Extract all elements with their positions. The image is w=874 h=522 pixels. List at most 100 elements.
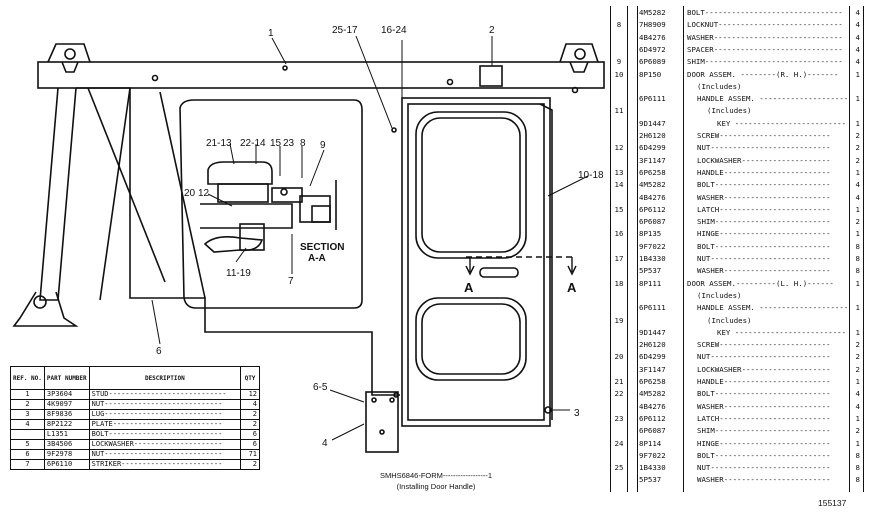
- part-qty: 4: [855, 401, 860, 411]
- part-description: (Includes): [697, 81, 742, 91]
- part-qty: 2: [855, 426, 860, 436]
- ref-cell: 3: [10, 409, 45, 420]
- part-description: HINGE-------------------------: [697, 229, 831, 239]
- qty-cell: 2: [240, 409, 260, 420]
- part-qty: 1: [855, 118, 860, 128]
- part-description: WASHER------------------------: [697, 475, 831, 485]
- part-number: 8P114: [639, 438, 662, 448]
- ref-number: 11: [614, 106, 624, 116]
- list-item: 11(Includes): [611, 106, 863, 116]
- ref-number: 24: [614, 438, 624, 448]
- callout-1: 1: [268, 28, 274, 39]
- part-description: NUT---------------------------: [697, 352, 831, 362]
- part-number: 4M5282: [639, 8, 666, 17]
- part-number: 3F1147: [639, 364, 666, 374]
- part-number: 6P6258: [639, 377, 666, 386]
- drawing-number: 155137: [818, 498, 847, 508]
- part-number: 9F7022: [639, 450, 666, 460]
- part-number: 9D1447: [639, 327, 666, 337]
- part-qty: 8: [855, 463, 860, 473]
- part-number: 2H6120: [639, 340, 666, 350]
- part-description: LATCH-------------------------: [697, 204, 831, 214]
- part-description: WASHER------------------------: [697, 401, 831, 411]
- description-cell: LUG----------------------------: [88, 409, 242, 420]
- ref-number: 17: [614, 254, 624, 263]
- part-number: 5P537: [639, 266, 662, 276]
- qty-cell: 6: [240, 439, 260, 450]
- ref-number: 21: [614, 377, 624, 386]
- ref-number: 20: [614, 352, 624, 362]
- part-qty: 2: [855, 155, 860, 165]
- callout-21-13: 21-13: [206, 138, 232, 149]
- part-qty: 4: [855, 389, 860, 399]
- part-number: 6P6087: [639, 426, 666, 436]
- callout-3: 3: [574, 408, 580, 419]
- callout-25-17: 25-17: [332, 25, 358, 36]
- part-number: 6P6258: [639, 167, 666, 177]
- ref-number: 25: [614, 463, 624, 473]
- part-description: SPACER-----------------------------: [687, 44, 843, 54]
- part-qty: 1: [855, 327, 860, 337]
- door-frame: [391, 97, 553, 427]
- part-number-cell: L1351: [43, 429, 90, 440]
- ref-number: 9: [616, 57, 622, 67]
- part-number: 6P6087: [639, 217, 666, 227]
- part-qty: 4: [855, 20, 860, 30]
- header-part-number: PART NUMBER: [43, 366, 90, 390]
- part-description: LATCH-------------------------: [697, 413, 831, 423]
- list-item: (Includes): [611, 82, 863, 92]
- qty-cell: 12: [240, 389, 260, 400]
- part-description: (Includes): [697, 290, 742, 300]
- part-description: LOCKWASHER--------------------: [697, 364, 831, 374]
- part-number-cell: 8F9836: [43, 409, 90, 420]
- callout-20: 20: [184, 188, 196, 199]
- part-qty: 2: [855, 340, 860, 350]
- part-number: 7H8909: [639, 20, 666, 30]
- list-item: (Includes): [611, 291, 863, 301]
- part-description: WASHER-----------------------------: [687, 32, 843, 42]
- part-description: BOLT--------------------------: [697, 241, 831, 251]
- description-cell: BOLT---------------------------: [88, 429, 242, 440]
- header-ref-no: REF. NO.: [10, 366, 45, 390]
- part-number: 6D4972: [639, 44, 666, 54]
- part-qty: 8: [855, 475, 860, 485]
- part-qty: 8: [855, 266, 860, 276]
- part-number-cell: 8P2122: [43, 419, 90, 430]
- part-qty: 4: [855, 8, 860, 17]
- part-description: SCREW-------------------------: [697, 340, 831, 350]
- list-item: 2H6120 SCREW------------------------- 2: [611, 340, 863, 350]
- ref-cell: 2: [10, 399, 45, 410]
- part-qty: 4: [855, 32, 860, 42]
- section-mark-a-left: A: [464, 280, 474, 295]
- ref-cell: 1: [10, 389, 45, 400]
- part-description: BOLT--------------------------: [697, 389, 831, 399]
- part-number: 4M5282: [639, 180, 666, 190]
- handle-detail: [200, 161, 337, 253]
- part-qty: 1: [855, 438, 860, 448]
- callout-23: 23: [283, 138, 295, 149]
- part-description: KEY ---------------------------: [717, 118, 847, 128]
- part-qty: 1: [855, 229, 860, 239]
